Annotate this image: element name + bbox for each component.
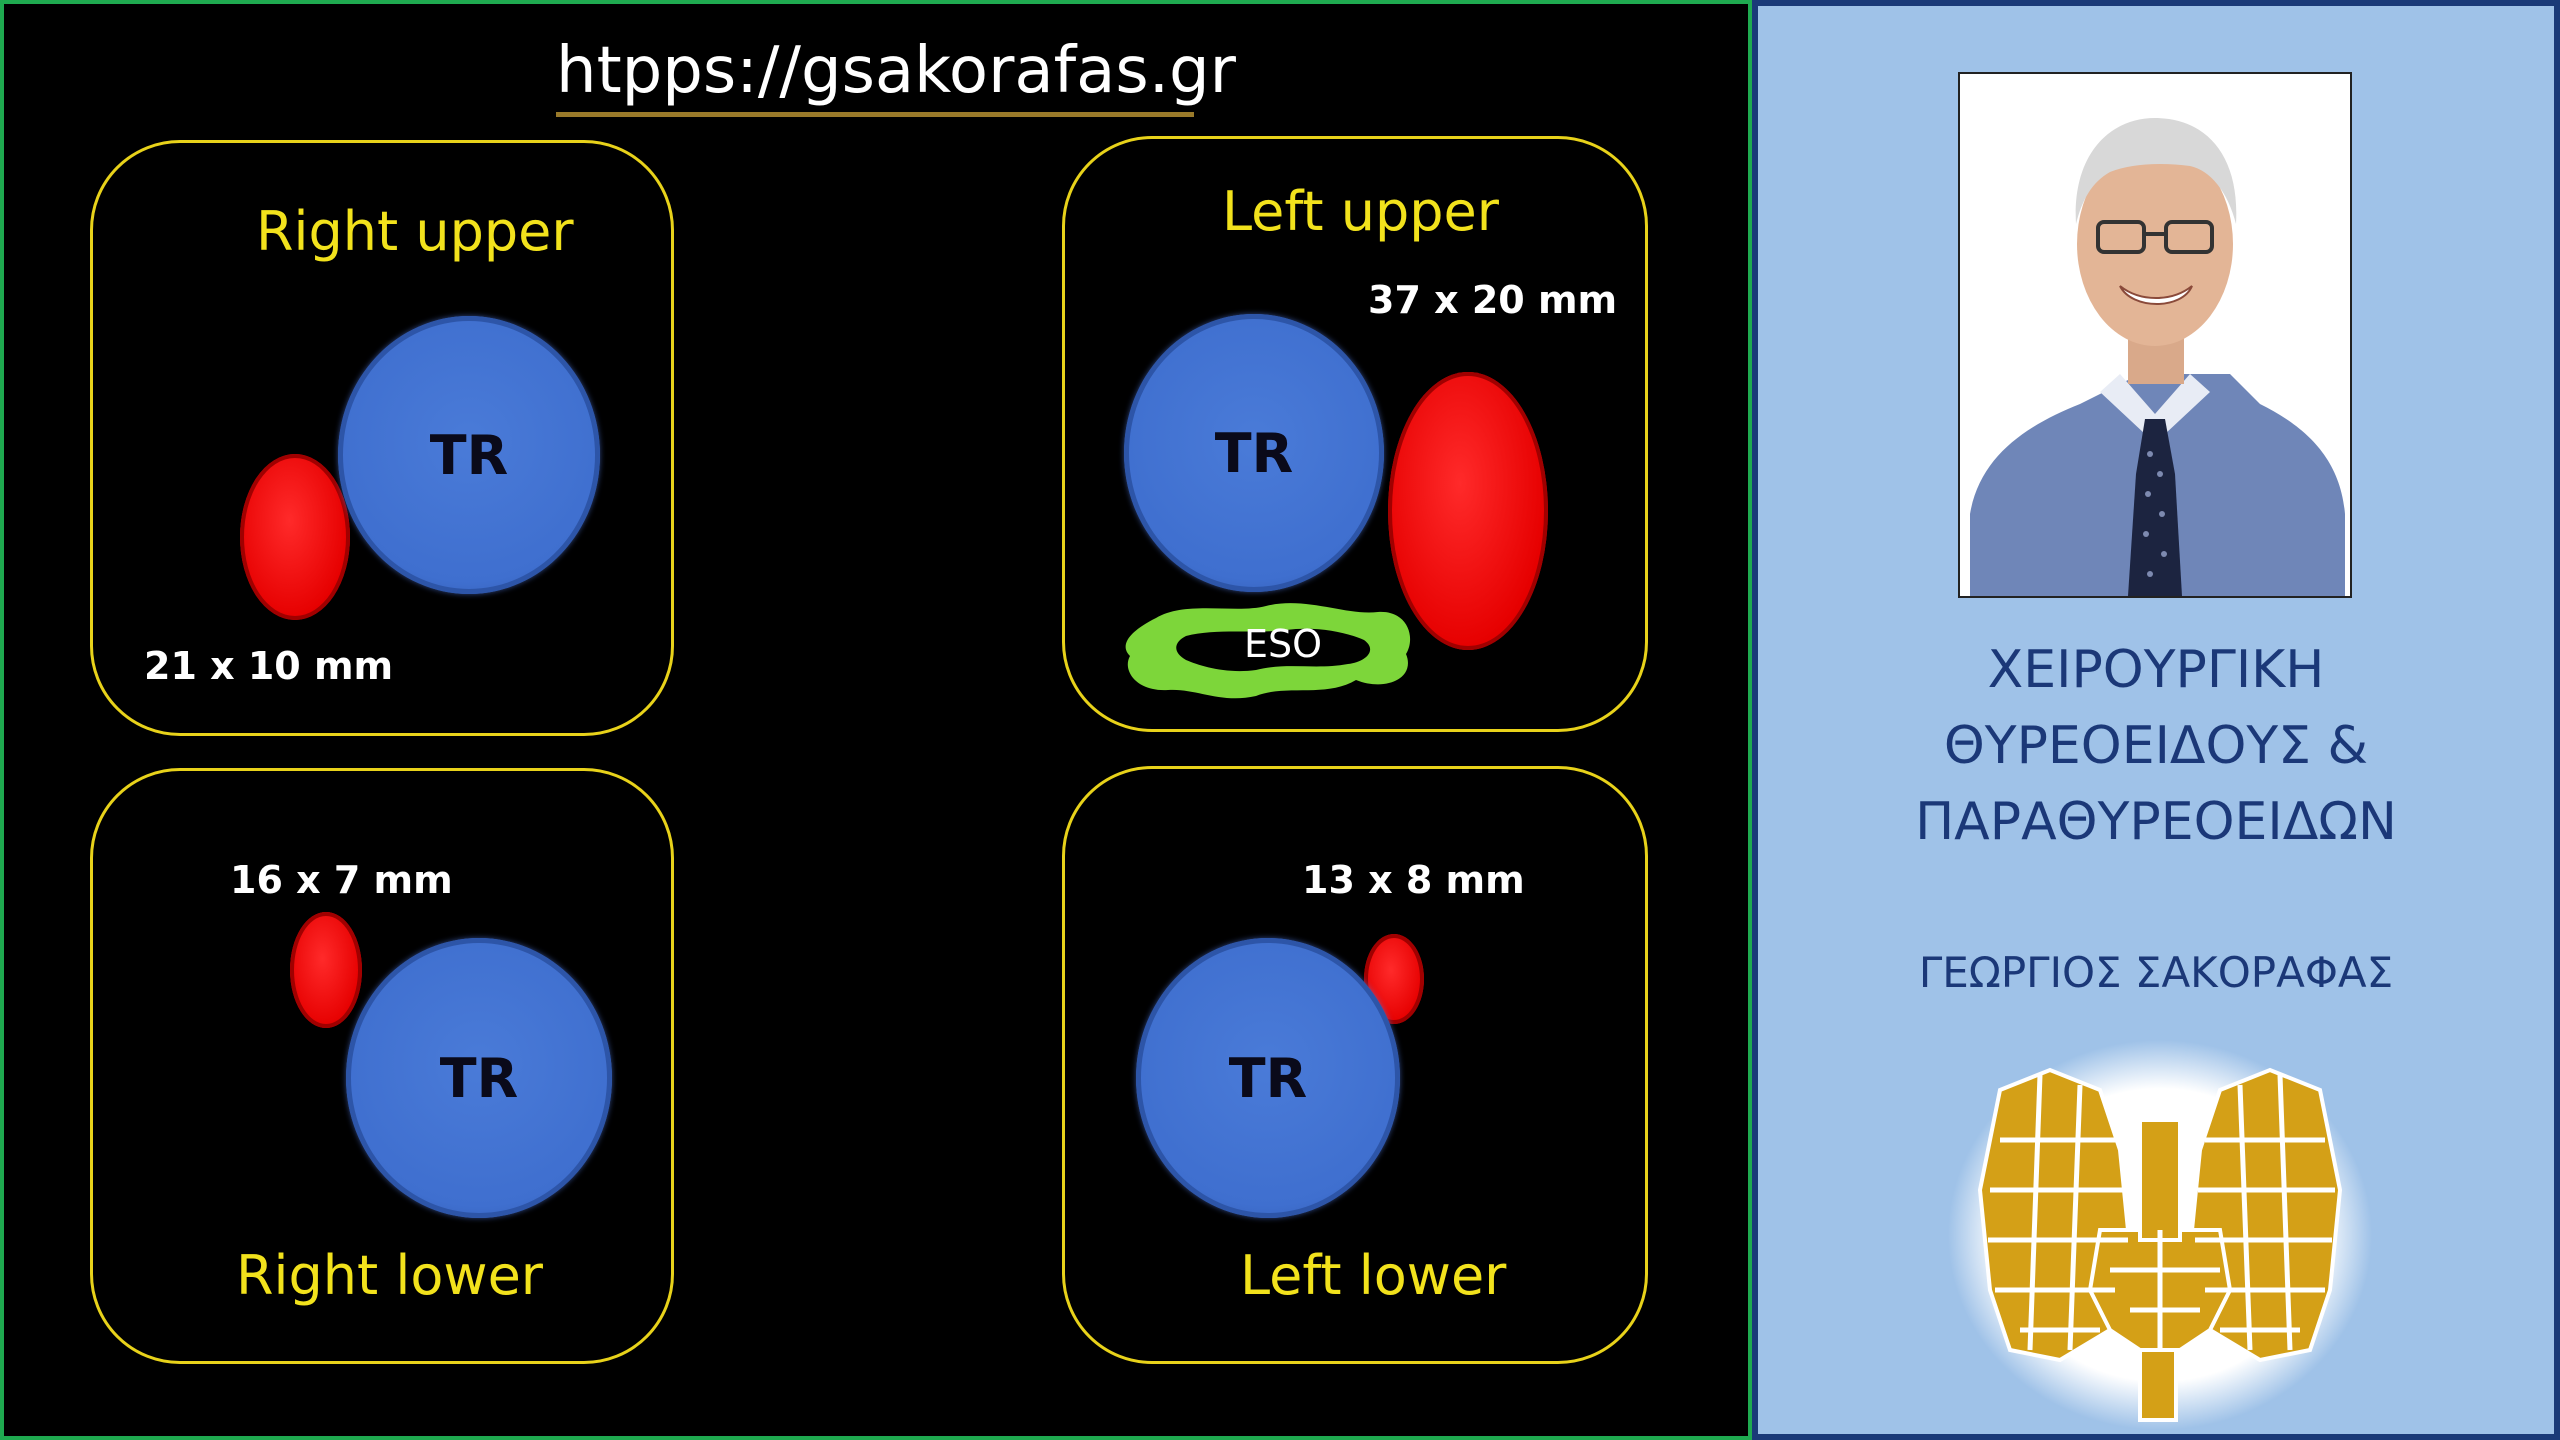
size-left-upper: 37 x 20 mm [1368, 278, 1618, 322]
panel-title-line-1: ΧΕΙΡΟΥΡΓΙΚΗ [1987, 640, 2325, 700]
parathyroid-right-lower [290, 912, 362, 1028]
url-underline [556, 112, 1194, 117]
trachea-left-upper: TR [1124, 314, 1384, 592]
author-name: ΓΕΩΡΓΙΟΣ ΣΑΚΟΡΑΦΑΣ [1918, 948, 2394, 997]
panel-title-line-2: ΘΥΡΕΟΕΙΔΟΥΣ & [1943, 716, 2369, 776]
size-left-lower: 13 x 8 mm [1302, 858, 1525, 902]
thyroid-logo [1940, 1030, 2380, 1430]
quadrant-title-left-upper: Left upper [1222, 180, 1499, 243]
website-url[interactable]: htpps://gsakorafas.gr [556, 34, 1236, 108]
diagram-slide [0, 0, 1752, 1440]
portrait-image [1960, 74, 2350, 596]
quadrant-left-lower [1062, 766, 1648, 1364]
author-photo [1958, 72, 2352, 598]
esophagus-label: ESO [1244, 622, 1323, 666]
esophagus-shape [1125, 603, 1411, 699]
size-right-upper: 21 x 10 mm [144, 644, 394, 688]
size-right-lower: 16 x 7 mm [230, 858, 453, 902]
panel-title-line-3: ΠΑΡΑΘΥΡΕΟΕΙΔΩΝ [1915, 792, 2397, 852]
quadrant-right-upper [90, 140, 674, 736]
trachea-label: TR [1214, 421, 1294, 485]
quadrant-title-right-upper: Right upper [256, 200, 574, 263]
trachea-label: TR [439, 1046, 519, 1110]
quadrant-left-upper [1062, 136, 1648, 732]
trachea-right-upper: TR [338, 316, 600, 594]
trachea-right-lower: TR [346, 938, 612, 1218]
quadrant-right-lower [90, 768, 674, 1364]
quadrant-title-right-lower: Right lower [236, 1244, 543, 1307]
trachea-label: TR [1228, 1046, 1308, 1110]
parathyroid-right-upper [240, 454, 350, 620]
trachea-left-lower: TR [1136, 938, 1400, 1218]
trachea-label: TR [429, 423, 509, 487]
parathyroid-left-upper [1388, 372, 1548, 650]
quadrant-title-left-lower: Left lower [1240, 1244, 1507, 1307]
